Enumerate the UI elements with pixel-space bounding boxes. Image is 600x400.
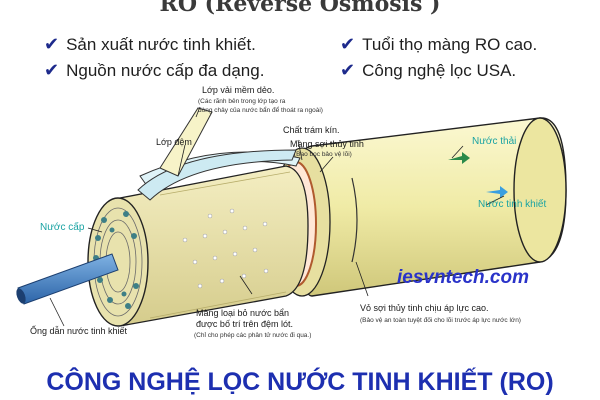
spiral-end-cap <box>87 197 149 327</box>
feature-item: ✔ Tuổi thọ màng RO cao. <box>340 34 537 55</box>
fabric-layers <box>137 107 301 201</box>
label-fiberglass-shell: Vỏ sợi thủy tinh chịu áp lực cao. <box>360 303 489 313</box>
label-pure-water-out: Nước tinh khiết <box>478 199 547 210</box>
checkmark-icon: ✔ <box>340 34 356 55</box>
label-reject-membrane-2: được bố trí trên đệm lót. <box>196 319 293 329</box>
brand-watermark: iesvntech.com <box>397 267 529 288</box>
label-glass-fiber-membrane-note: (Bao bọc bảo vệ lõi) <box>294 151 352 158</box>
label-spacer-layer: Lớp đệm <box>156 137 192 147</box>
label-reject-membrane-note: (Chỉ cho phép các phân tử nước đi qua.) <box>194 332 312 339</box>
label-reject-membrane-1: Màng loại bỏ nước bẩn <box>196 308 289 318</box>
membrane-core <box>119 165 309 327</box>
permeate-tube <box>16 253 119 305</box>
label-fabric-layer: Lớp vải mềm dẻo. <box>202 85 275 95</box>
feature-item: ✔ Nguồn nước cấp đa dạng. <box>44 60 264 81</box>
label-fiberglass-shell-note: (Bảo vệ an toàn tuyệt đối cho lõi trước … <box>360 317 521 324</box>
feature-text: Công nghệ lọc USA. <box>362 61 517 80</box>
label-feed-water: Nước cấp <box>40 222 85 233</box>
label-permeate-tube: Ống dẫn nước tinh khiết <box>30 326 127 336</box>
outlet-arrows <box>448 152 508 198</box>
feature-text: Nguồn nước cấp đa dạng. <box>66 61 265 80</box>
footer-title: CÔNG NGHỆ LỌC NƯỚC TINH KHIẾT (RO) <box>46 368 554 396</box>
checkmark-icon: ✔ <box>44 60 60 81</box>
checkmark-icon: ✔ <box>44 34 60 55</box>
feature-item: ✔ Công nghệ lọc USA. <box>340 60 516 81</box>
checkmark-icon: ✔ <box>340 60 356 81</box>
label-fabric-layer-note-2: dòng chảy của nước bẩn để thoát ra ngoài… <box>198 107 323 114</box>
leader-lines <box>49 106 505 327</box>
label-glass-fiber-membrane: Màng sợi thủy tinh <box>290 139 364 149</box>
page-title: RO (Reverse Osmosis ) <box>159 0 441 17</box>
feature-item: ✔ Sản xuất nước tinh khiết. <box>44 34 256 55</box>
label-waste-water: Nước thải <box>472 136 517 147</box>
feature-text: Tuổi thọ màng RO cao. <box>362 35 538 54</box>
label-fabric-layer-note-1: (Các rãnh bên trong lớp tạo ra <box>198 98 286 105</box>
feature-text: Sản xuất nước tinh khiết. <box>66 35 256 54</box>
label-sealant: Chất trám kín. <box>283 125 340 135</box>
